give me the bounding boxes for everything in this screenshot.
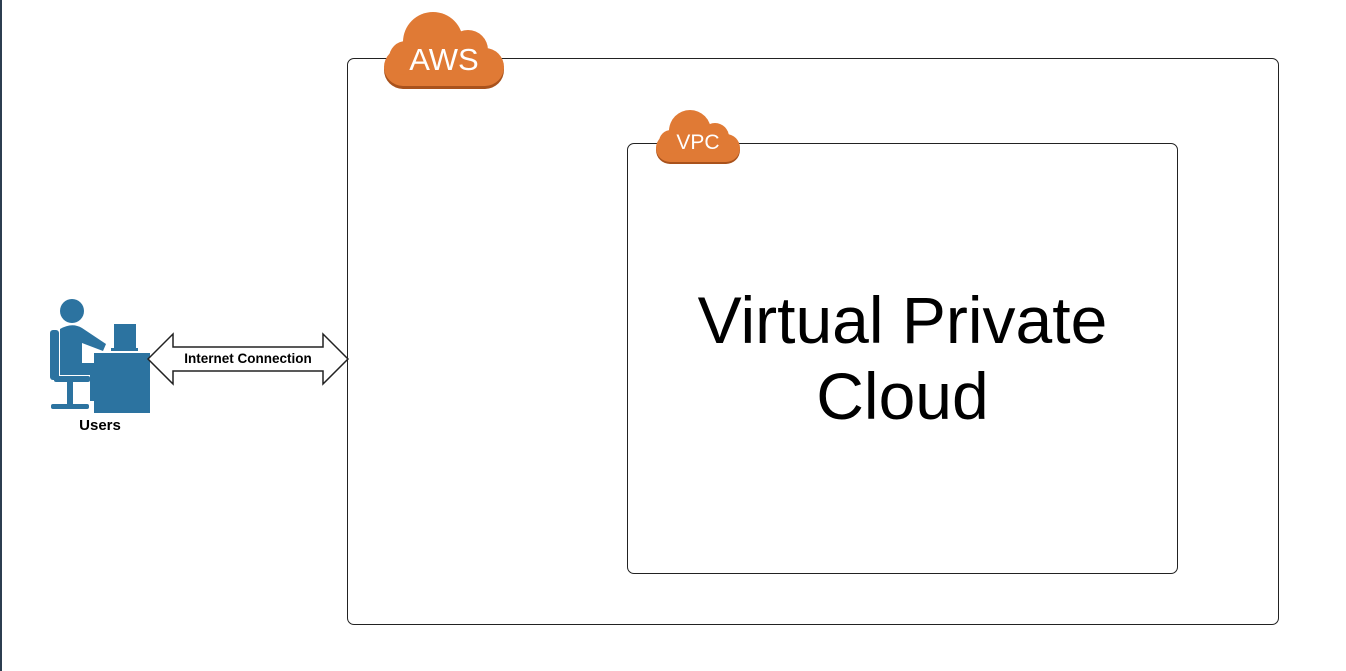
vpc-title-line2: Cloud: [816, 359, 989, 433]
user-at-computer-icon: [50, 299, 150, 413]
vpc-cloud-icon: [656, 110, 740, 164]
aws-cloud-icon: [384, 12, 504, 89]
left-edge-border: [0, 0, 2, 671]
aws-container: [347, 58, 1279, 625]
internet-connection-label: Internet Connection: [184, 351, 312, 366]
double-arrow-icon: [146, 332, 350, 386]
vpc-label: VPC: [676, 131, 720, 154]
vpc-title: Virtual Private Cloud: [627, 282, 1178, 434]
users-label: Users: [79, 417, 121, 434]
vpc-container: [627, 143, 1178, 574]
aws-label: AWS: [409, 42, 479, 77]
vpc-title-line1: Virtual Private: [697, 283, 1108, 357]
